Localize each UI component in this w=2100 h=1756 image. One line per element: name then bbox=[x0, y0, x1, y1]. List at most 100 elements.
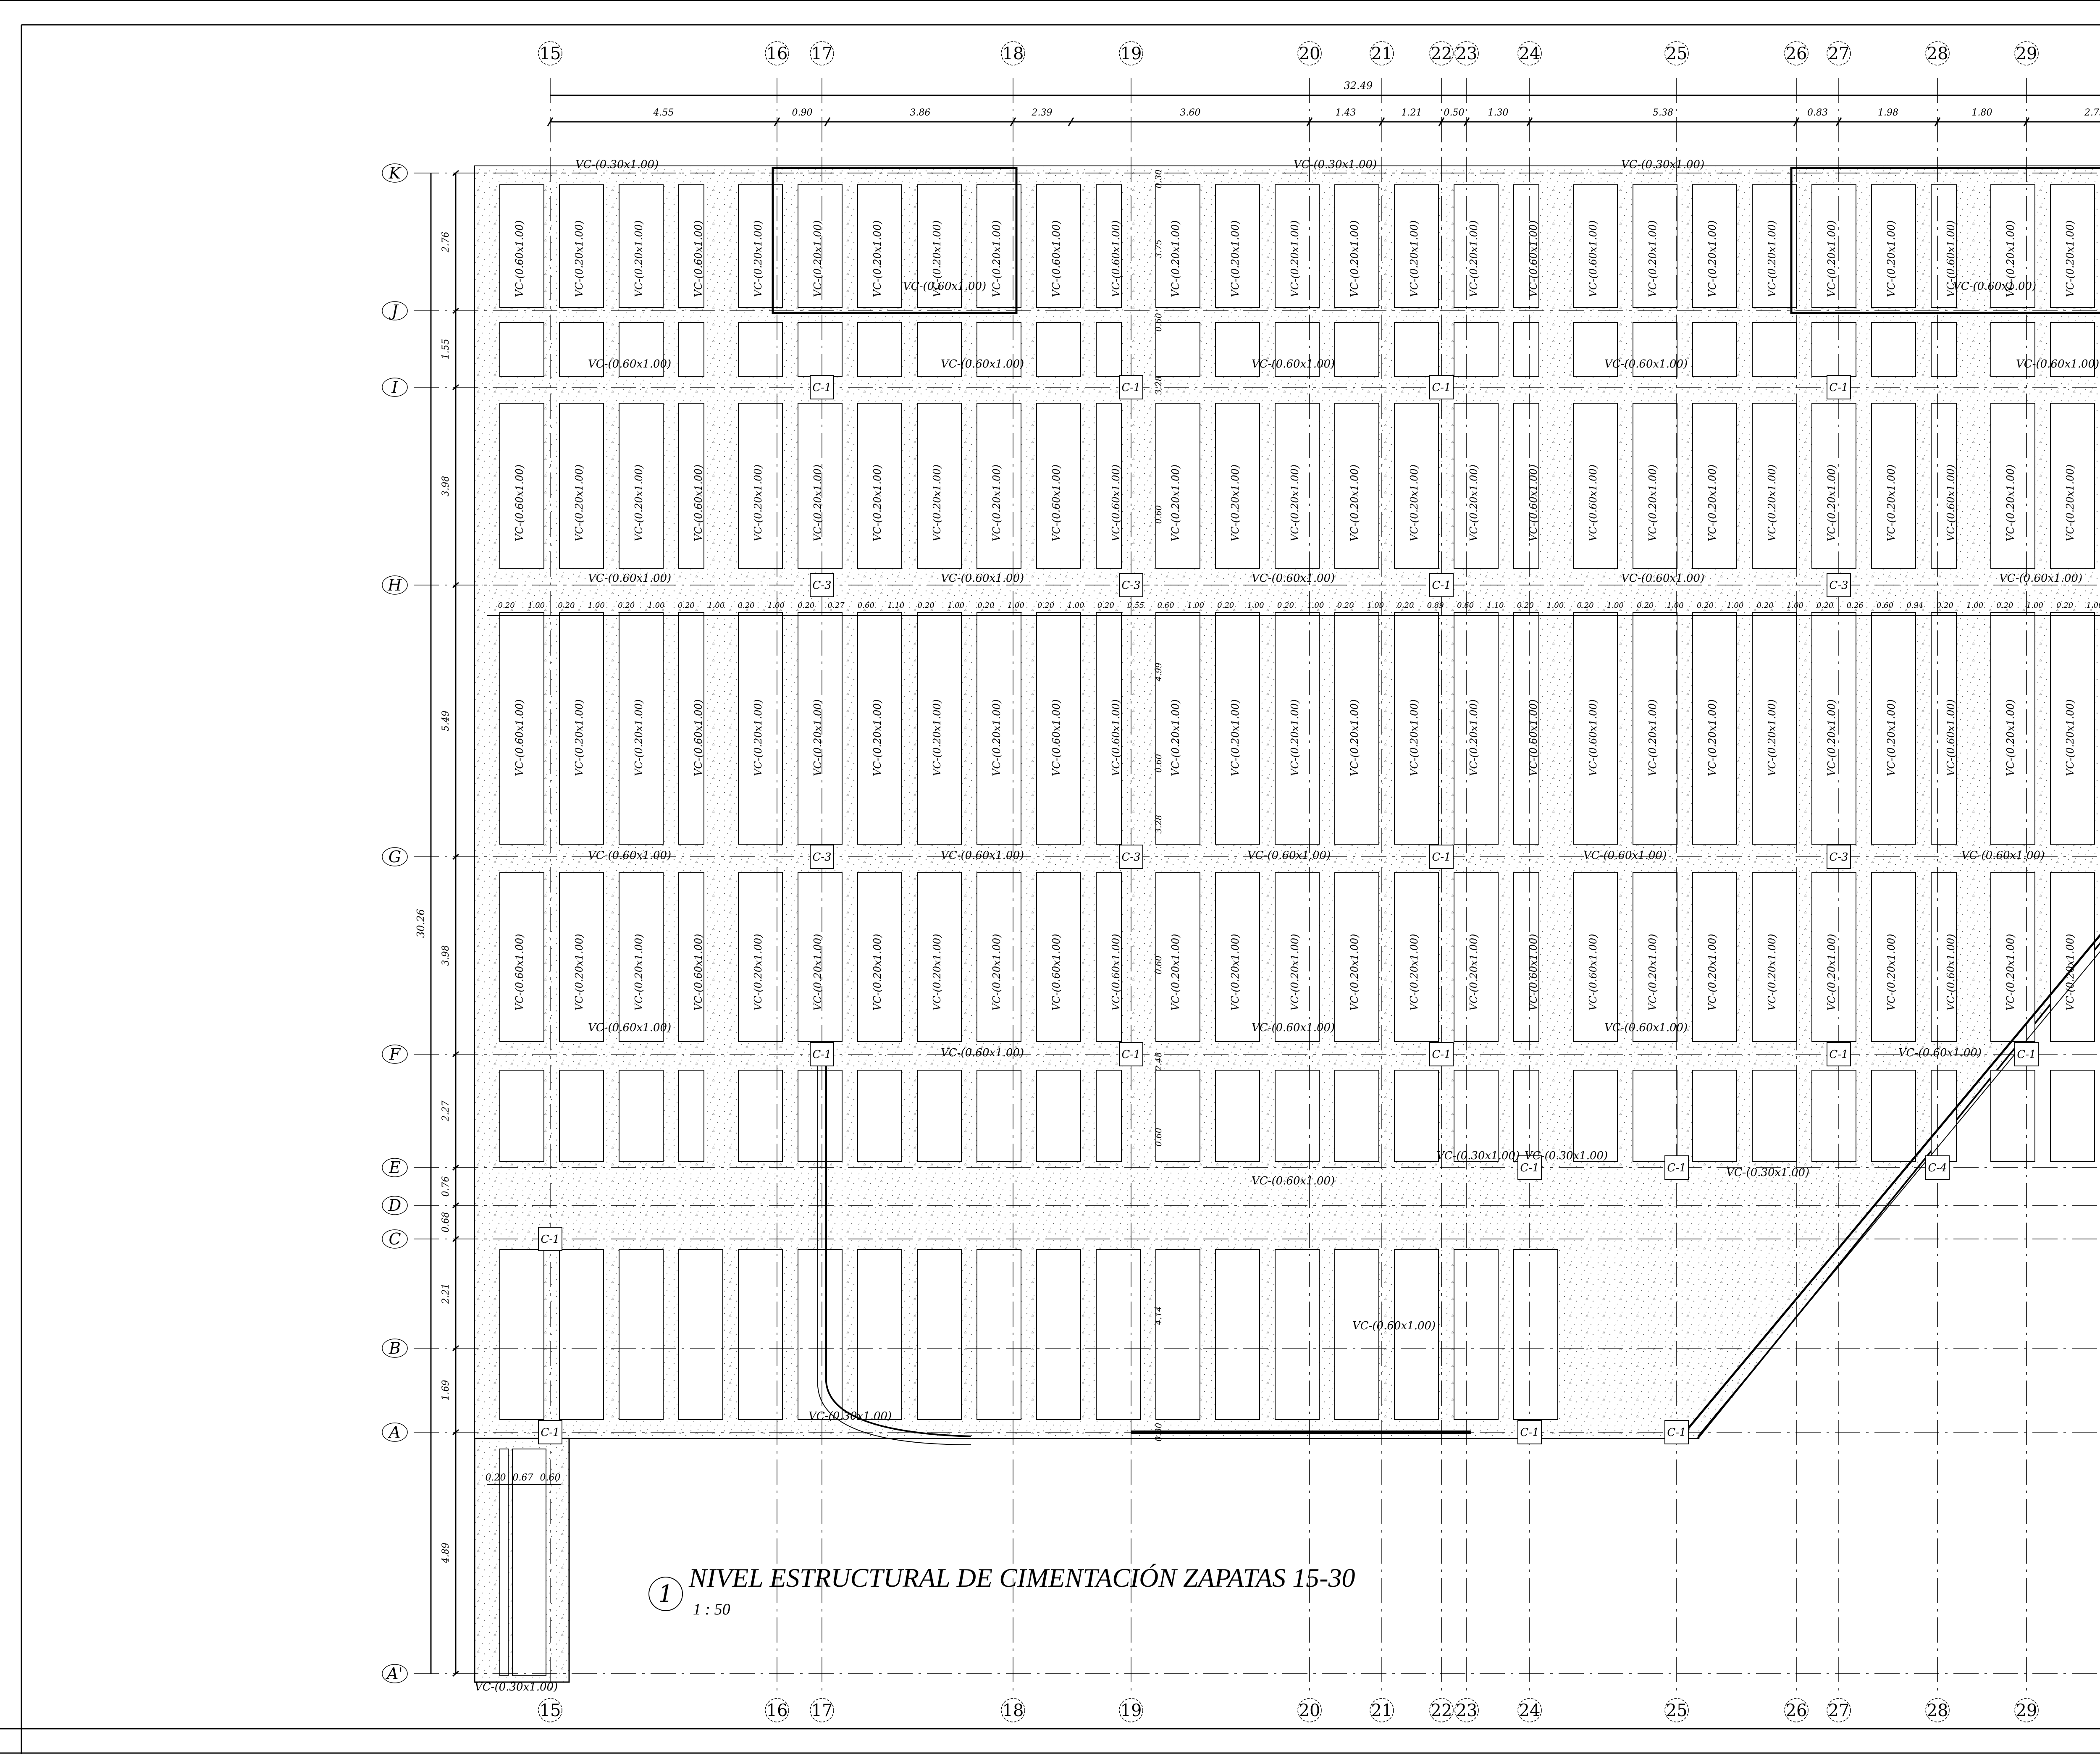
grid-bubble-16: 16 bbox=[765, 1698, 789, 1722]
svg-text:5.38: 5.38 bbox=[1653, 108, 1673, 118]
grid-bubble-18: 18 bbox=[1001, 1698, 1025, 1722]
beam-label: VC-(0.20x1.00) bbox=[1706, 934, 1718, 1011]
column-tag-c-3: C-3 bbox=[810, 845, 834, 869]
beam-label: VC-(0.60x1.00) bbox=[2016, 358, 2099, 370]
svg-text:C-1: C-1 bbox=[541, 1426, 559, 1439]
beam-label: VC-(0.20x1.00) bbox=[1170, 220, 1181, 297]
beam-label: VC-(0.20x1.00) bbox=[1647, 220, 1659, 297]
beam-label: VC-(0.20x1.00) bbox=[2005, 465, 2016, 541]
grid-bubble-18: 18 bbox=[1001, 41, 1025, 66]
beam-label: VC-(0.60x1.00) bbox=[1252, 358, 1335, 370]
special-beams: C-1C-1C-1C-1C-2C-3C-3C-1C-3C-2C-3C-3C-1C… bbox=[538, 167, 2100, 1445]
beam-label: VC-(0.60x1.00) bbox=[1528, 934, 1539, 1011]
svg-text:23: 23 bbox=[1456, 44, 1478, 63]
svg-text:22: 22 bbox=[1431, 44, 1452, 63]
beam-label: VC-(0.60x1.00) bbox=[1110, 220, 1122, 297]
beam-label: VC-(0.60x1.00) bbox=[1252, 572, 1335, 585]
beam-label: VC-(0.20x1.00) bbox=[1706, 220, 1718, 297]
column-tag-c-1: C-1 bbox=[2014, 1042, 2039, 1066]
view-number-bubble-icon: 1 bbox=[648, 1577, 683, 1611]
svg-text:1.00: 1.00 bbox=[648, 601, 664, 610]
beam-label: VC-(0.20x1.00) bbox=[633, 699, 645, 776]
column-tag-c-1: C-1 bbox=[1119, 375, 1143, 399]
beam-label: VC-(0.60x1.00) bbox=[1050, 699, 1062, 776]
beam-label: VC-(0.20x1.00) bbox=[872, 699, 883, 776]
svg-text:24: 24 bbox=[1519, 44, 1541, 63]
svg-text:0.20: 0.20 bbox=[1517, 601, 1534, 610]
beam-label: VC-(0.60x1.00) bbox=[1999, 572, 2082, 585]
column-tag-c-1: C-1 bbox=[1827, 1042, 1851, 1066]
svg-text:1.00: 1.00 bbox=[708, 601, 724, 610]
beam-label: VC-(0.60x1.00) bbox=[1583, 849, 1667, 862]
svg-text:0.30: 0.30 bbox=[1153, 169, 1163, 188]
svg-text:C: C bbox=[388, 1230, 401, 1248]
svg-text:2.76: 2.76 bbox=[441, 232, 451, 253]
svg-text:0.20: 0.20 bbox=[2056, 601, 2073, 610]
svg-text:0.20: 0.20 bbox=[1757, 601, 1774, 610]
beam-label: VC-(0.20x1.00) bbox=[812, 465, 824, 541]
beam-label: VC-(0.20x1.00) bbox=[573, 934, 585, 1011]
svg-text:C-3: C-3 bbox=[1121, 579, 1140, 592]
foundation-void-panels bbox=[499, 184, 2095, 1676]
svg-text:1.98: 1.98 bbox=[1878, 108, 1898, 118]
beam-label: VC-(0.20x1.00) bbox=[1826, 934, 1838, 1011]
svg-text:32.49: 32.49 bbox=[1344, 80, 1373, 92]
beam-label: VC-(0.20x1.00) bbox=[1885, 220, 1897, 297]
svg-text:0.20: 0.20 bbox=[1816, 601, 1833, 610]
beam-label: VC-(0.20x1.00) bbox=[1170, 934, 1181, 1011]
beam-label: VC-(0.60x1.00) bbox=[941, 849, 1024, 862]
svg-text:0.20: 0.20 bbox=[1397, 601, 1414, 610]
beam-label: VC-(0.20x1.00) bbox=[752, 220, 764, 297]
beam-label: VC-(0.60x1.00) bbox=[941, 358, 1024, 370]
svg-text:4.14: 4.14 bbox=[1153, 1306, 1163, 1326]
svg-text:C-1: C-1 bbox=[1432, 381, 1451, 394]
beam-label: VC-(0.20x1.00) bbox=[573, 699, 585, 776]
svg-text:B: B bbox=[388, 1339, 401, 1357]
svg-text:1.55: 1.55 bbox=[441, 339, 451, 360]
svg-text:C-1: C-1 bbox=[1121, 381, 1140, 394]
svg-text:16: 16 bbox=[766, 44, 788, 63]
beam-label: VC-(0.20x1.00) bbox=[1408, 699, 1420, 776]
svg-text:3.86: 3.86 bbox=[910, 108, 931, 118]
beam-label: VC-(0.20x1.00) bbox=[1349, 220, 1360, 297]
beam-label: VC-(0.20x1.00) bbox=[573, 220, 585, 297]
beam-label: VC-(0.20x1.00) bbox=[1349, 934, 1360, 1011]
grid-bubble-27: 27 bbox=[1827, 1698, 1851, 1722]
beam-label: VC-(0.60x1.00) bbox=[588, 1021, 671, 1034]
beam-label: VC-(0.20x1.00) bbox=[1706, 465, 1718, 541]
svg-text:3.60: 3.60 bbox=[1180, 108, 1201, 118]
grid-bubble-24: 24 bbox=[1517, 1698, 1542, 1722]
svg-text:15: 15 bbox=[540, 1701, 561, 1720]
beam-label: VC-(0.60x1.00) bbox=[1898, 1047, 1982, 1059]
svg-text:20: 20 bbox=[1299, 1701, 1320, 1720]
svg-text:C-3: C-3 bbox=[1829, 579, 1848, 592]
column-tag-c-1: C-1 bbox=[1429, 845, 1454, 869]
grid-bubble-24: 24 bbox=[1517, 41, 1542, 66]
svg-text:0.20: 0.20 bbox=[498, 601, 515, 610]
svg-text:1.00: 1.00 bbox=[1547, 601, 1564, 610]
svg-text:19: 19 bbox=[1121, 44, 1142, 63]
beam-label: VC-(0.60x1.00) bbox=[1352, 1320, 1436, 1332]
beam-label: VC-(0.60x1.00) bbox=[693, 465, 704, 541]
svg-text:C-1: C-1 bbox=[1520, 1162, 1539, 1174]
beam-label: VC-(0.20x1.00) bbox=[1349, 699, 1360, 776]
grid-bubble-26: 26 bbox=[1784, 41, 1809, 66]
beam-label: VC-(0.20x1.00) bbox=[1229, 934, 1241, 1011]
beam-label: VC-(0.20x1.00) bbox=[1766, 699, 1778, 776]
beam-label: VC-(0.20x1.00) bbox=[1170, 465, 1181, 541]
beam-label: VC-(0.60x1.00) bbox=[1945, 220, 1957, 297]
grid-bubble-21: 21 bbox=[1370, 41, 1394, 66]
beam-label: VC-(0.20x1.00) bbox=[1826, 220, 1838, 297]
beam-label: VC-(0.30x1.00) bbox=[808, 1410, 892, 1423]
beam-label: VC-(0.60x1.00) bbox=[1961, 849, 2045, 862]
svg-text:1.00: 1.00 bbox=[1247, 601, 1264, 610]
beam-label: VC-(0.20x1.00) bbox=[1766, 465, 1778, 541]
svg-text:0.20: 0.20 bbox=[1577, 601, 1593, 610]
svg-text:1.00: 1.00 bbox=[1727, 601, 1743, 610]
grid-bubble-20: 20 bbox=[1297, 1698, 1322, 1722]
svg-text:27: 27 bbox=[1828, 1701, 1850, 1720]
svg-text:H: H bbox=[387, 576, 402, 594]
svg-text:1.00: 1.00 bbox=[2026, 601, 2043, 610]
